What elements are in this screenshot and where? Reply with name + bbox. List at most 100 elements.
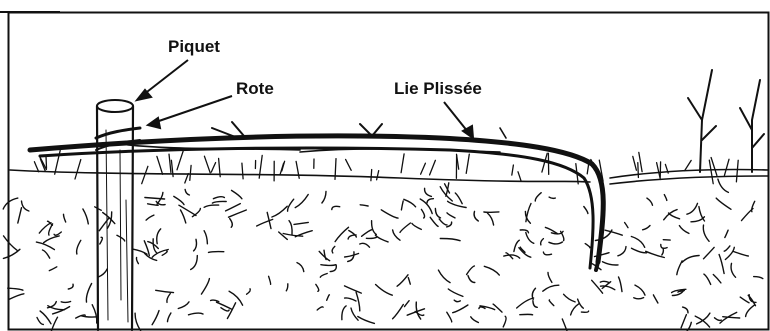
soil-stroke — [647, 198, 653, 205]
soil-stroke — [351, 308, 358, 320]
soil-stroke — [48, 306, 65, 310]
soil-stroke — [146, 215, 154, 220]
soil-stroke — [725, 230, 728, 237]
soil-stroke — [324, 250, 326, 259]
label-piquet: Piquet — [168, 37, 220, 56]
grass-blade — [40, 157, 47, 170]
soil-stroke — [448, 289, 463, 296]
soil-stroke — [724, 246, 730, 251]
grass-blade — [211, 163, 215, 173]
soil-stroke — [453, 305, 468, 313]
soil-stroke — [181, 210, 186, 223]
soil-stroke — [479, 307, 485, 309]
soil-stroke — [372, 221, 377, 235]
soil-stroke — [191, 256, 198, 270]
soil-stroke — [400, 223, 410, 232]
soil-stroke — [514, 240, 519, 251]
soil-stroke — [679, 226, 689, 234]
soil-stroke — [345, 254, 359, 258]
soil-stroke — [687, 203, 698, 214]
soil-stroke — [471, 317, 479, 323]
soil-stroke — [168, 313, 171, 322]
soil-stroke — [49, 267, 57, 271]
soil-stroke — [600, 281, 609, 282]
soil-stroke — [157, 229, 161, 244]
soil-stroke — [571, 304, 580, 315]
soil-stroke — [221, 308, 229, 311]
grass-blade — [177, 149, 184, 169]
soil-stroke — [484, 266, 499, 275]
grass-blade — [190, 165, 191, 180]
soil-stroke — [297, 263, 304, 272]
soil-stroke — [320, 274, 327, 278]
soil-stroke — [40, 311, 51, 324]
soil-stroke — [316, 284, 319, 291]
soil-stroke — [185, 189, 189, 195]
grass-blade — [421, 163, 426, 174]
soil-stroke — [54, 232, 61, 235]
grass-blade — [346, 159, 352, 170]
soil-stroke — [412, 223, 421, 229]
soil-stroke — [332, 206, 340, 209]
soil-stroke — [136, 258, 138, 264]
grass-blade — [512, 165, 514, 175]
soil-stroke — [4, 236, 18, 250]
soil-stroke — [360, 205, 368, 206]
soil-stroke — [664, 195, 667, 201]
soil-stroke — [9, 294, 24, 300]
soil-stroke — [178, 302, 189, 309]
soil-stroke — [742, 209, 754, 221]
soil-stroke — [98, 269, 107, 277]
soil-stroke — [493, 304, 502, 312]
soil-stroke — [427, 199, 433, 203]
soil-stroke — [716, 198, 731, 209]
soil-stroke — [358, 317, 375, 324]
soil-stroke — [526, 233, 534, 244]
grass-blade — [466, 154, 469, 173]
soil-stroke — [288, 199, 294, 211]
soil-stroke — [269, 276, 271, 284]
soil-stroke — [549, 197, 555, 198]
soil-stroke — [631, 237, 644, 248]
soil-stroke — [345, 286, 362, 293]
grass-blade — [280, 163, 284, 175]
soil-stroke — [335, 227, 348, 241]
soil-stroke — [662, 248, 664, 255]
soil-stroke — [740, 297, 749, 303]
soil-stroke — [564, 294, 576, 302]
ground-surface — [10, 169, 768, 184]
soil-stroke — [425, 188, 432, 196]
grass-blade — [639, 152, 642, 171]
frame-border — [9, 13, 769, 330]
soil-stroke — [643, 226, 650, 230]
soil-stroke — [18, 208, 22, 223]
soil-stroke — [625, 223, 628, 228]
soil-stroke — [8, 288, 23, 290]
soil-stroke — [632, 248, 647, 253]
soil-stroke — [454, 300, 460, 302]
piquet-arrow — [143, 60, 188, 95]
soil-stroke — [430, 217, 438, 226]
soil-stroke — [397, 275, 408, 286]
label-lie-plissee: Lie Plissée — [394, 79, 482, 98]
soil-stroke — [543, 285, 559, 291]
soil-stroke — [447, 312, 452, 322]
soil-stroke — [447, 213, 455, 218]
soil-stroke — [503, 316, 506, 327]
soil-stroke — [204, 205, 219, 207]
grass-blade — [633, 156, 637, 170]
soil-stroke — [533, 301, 537, 308]
soil-stroke — [541, 239, 544, 245]
soil-stroke — [584, 207, 588, 214]
soil-stroke — [439, 219, 447, 225]
soil-stroke — [467, 266, 475, 275]
soil-stroke — [213, 197, 224, 199]
soil-stroke — [345, 298, 356, 301]
soil-stroke — [68, 284, 73, 289]
soil-stroke — [211, 300, 219, 302]
soil-stroke — [232, 190, 242, 198]
grass-blade — [371, 170, 372, 181]
grass-blade — [204, 156, 210, 173]
soil-stroke — [677, 261, 682, 275]
